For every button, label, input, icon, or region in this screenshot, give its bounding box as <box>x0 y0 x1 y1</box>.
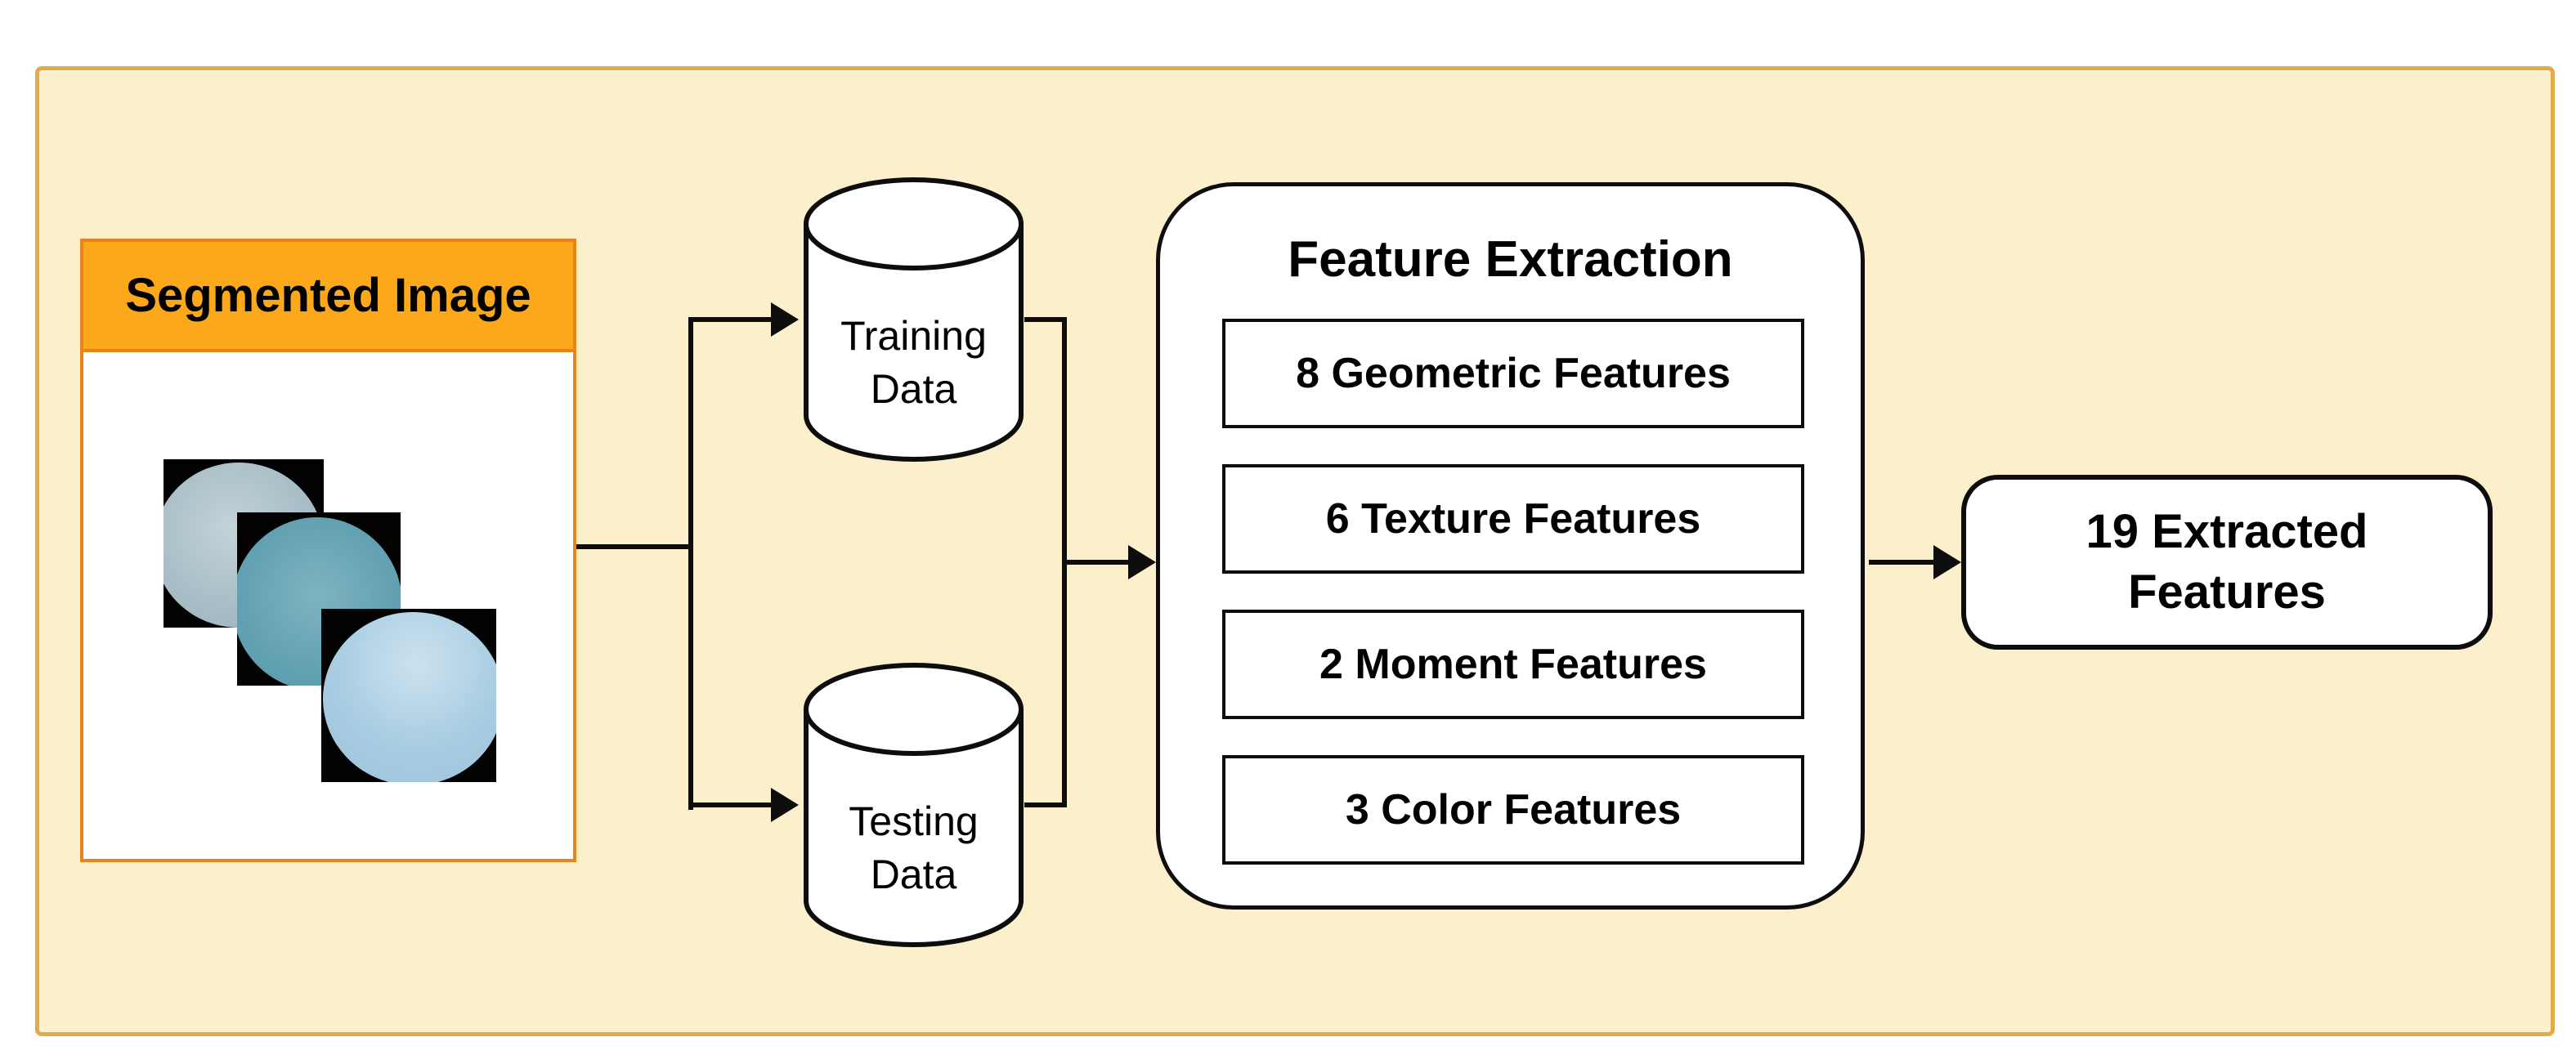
feature-extraction-title: Feature Extraction <box>1288 231 1733 288</box>
arrowhead-output-icon <box>1933 545 1961 579</box>
connector-testing-out <box>1024 802 1065 807</box>
segmented-blob-3 <box>323 612 496 782</box>
arrowhead-training-icon <box>771 302 799 337</box>
testing-data-line1: Testing <box>849 798 979 844</box>
segmented-image-title: Segmented Image <box>125 269 531 322</box>
segmented-image-header: Segmented Image <box>83 242 573 352</box>
feature-item-texture: 6 Texture Features <box>1222 464 1804 574</box>
segmented-sample-image-2 <box>237 512 401 686</box>
connector-to-testing <box>692 802 773 807</box>
extracted-features-box: 19 Extracted Features <box>1961 475 2493 650</box>
connector-to-training <box>692 317 773 322</box>
extracted-features-line1: 19 Extracted <box>2085 505 2368 558</box>
connector-segmented-to-branch <box>576 544 693 549</box>
connector-to-feature-extraction <box>1065 560 1129 565</box>
connector-to-output <box>1869 560 1934 565</box>
training-data-label: Training Data <box>801 309 1026 417</box>
testing-data-label: Testing Data <box>801 794 1026 902</box>
feature-item-color: 3 Color Features <box>1222 755 1804 865</box>
testing-data-line2: Data <box>870 852 957 897</box>
connector-merge-vertical <box>1062 317 1067 807</box>
feature-item-geometric: 8 Geometric Features <box>1222 319 1804 428</box>
extracted-features-line2: Features <box>2128 566 2326 619</box>
connector-training-out <box>1024 317 1065 322</box>
arrowhead-testing-icon <box>771 788 799 822</box>
training-data-cylinder-icon <box>804 177 1024 462</box>
training-data-line1: Training <box>840 313 987 359</box>
feature-item-moment: 2 Moment Features <box>1222 610 1804 719</box>
testing-data-cylinder-icon <box>804 663 1024 947</box>
connector-branch-vertical <box>688 317 693 810</box>
training-data-line2: Data <box>870 366 957 412</box>
arrowhead-feature-extraction-icon <box>1128 545 1156 579</box>
segmented-sample-image-3 <box>321 609 496 782</box>
